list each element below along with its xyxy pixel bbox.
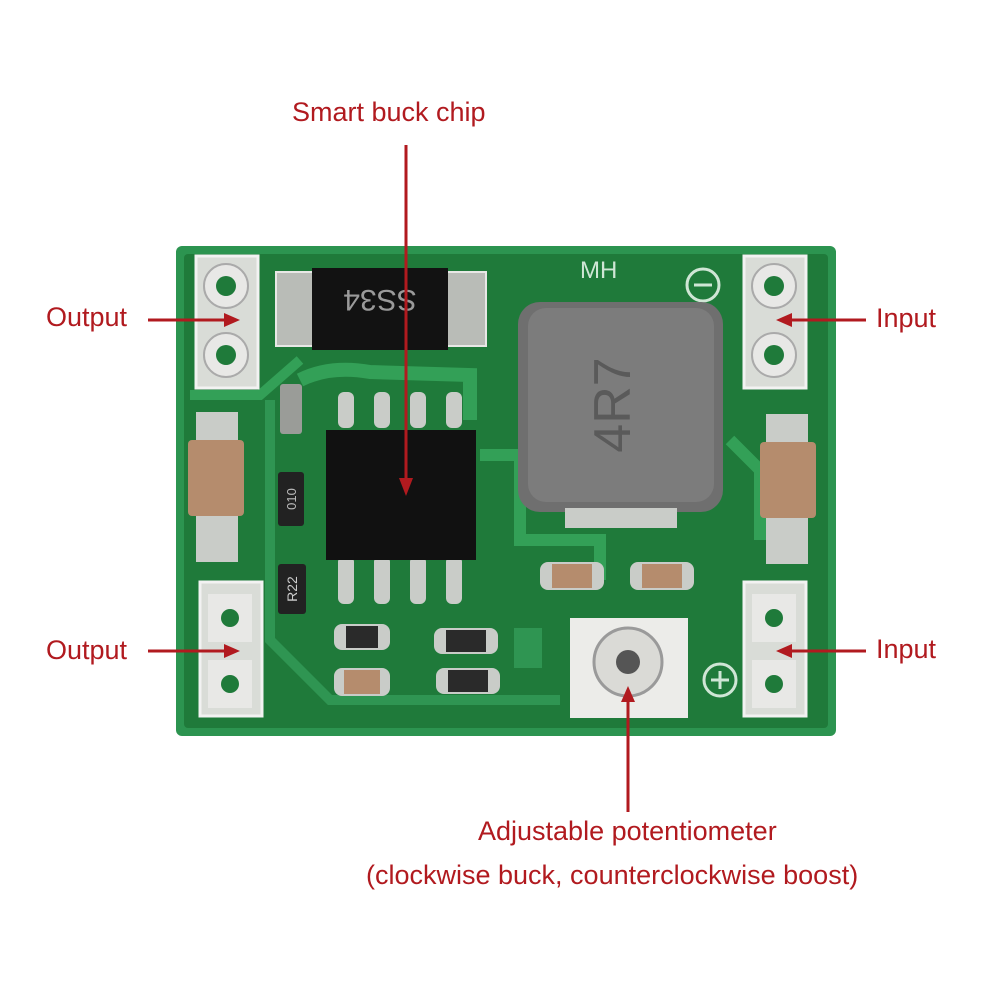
label-smart-buck-chip: Smart buck chip (292, 97, 486, 127)
silk-mh: MH (580, 257, 617, 284)
label-input-top: Input (876, 303, 937, 333)
resistor-010-left: 010 (278, 472, 304, 526)
label-potentiometer: Adjustable potentiometer (478, 816, 777, 846)
annotation-arrows (148, 145, 866, 812)
capacitor-right (760, 414, 816, 564)
label-output-bottom: Output (46, 635, 128, 665)
diode-marking: SS34 (343, 283, 416, 316)
inductor-4r7: 4R7 (518, 302, 723, 528)
resistor-marking-r22: R22 (284, 576, 300, 602)
inductor-marking: 4R7 (584, 357, 642, 452)
label-input-bottom: Input (876, 634, 937, 664)
input-pads-top (742, 254, 808, 390)
resistor-small-1 (280, 384, 302, 434)
output-pads-bottom (198, 580, 264, 718)
resistor-marking-small: 010 (284, 488, 299, 510)
label-output-top: Output (46, 302, 128, 332)
label-potentiometer-detail: (clockwise buck, counterclockwise boost) (366, 860, 859, 890)
smd-components-bottom (334, 562, 694, 696)
capacitor-left (188, 412, 244, 562)
plus-mark-icon (702, 662, 738, 698)
minus-mark-icon (685, 267, 721, 303)
diode-ss34: SS34 (275, 268, 487, 350)
input-pads-bottom (742, 580, 808, 718)
buck-chip (326, 392, 476, 604)
resistor-r22: R22 (278, 564, 306, 614)
